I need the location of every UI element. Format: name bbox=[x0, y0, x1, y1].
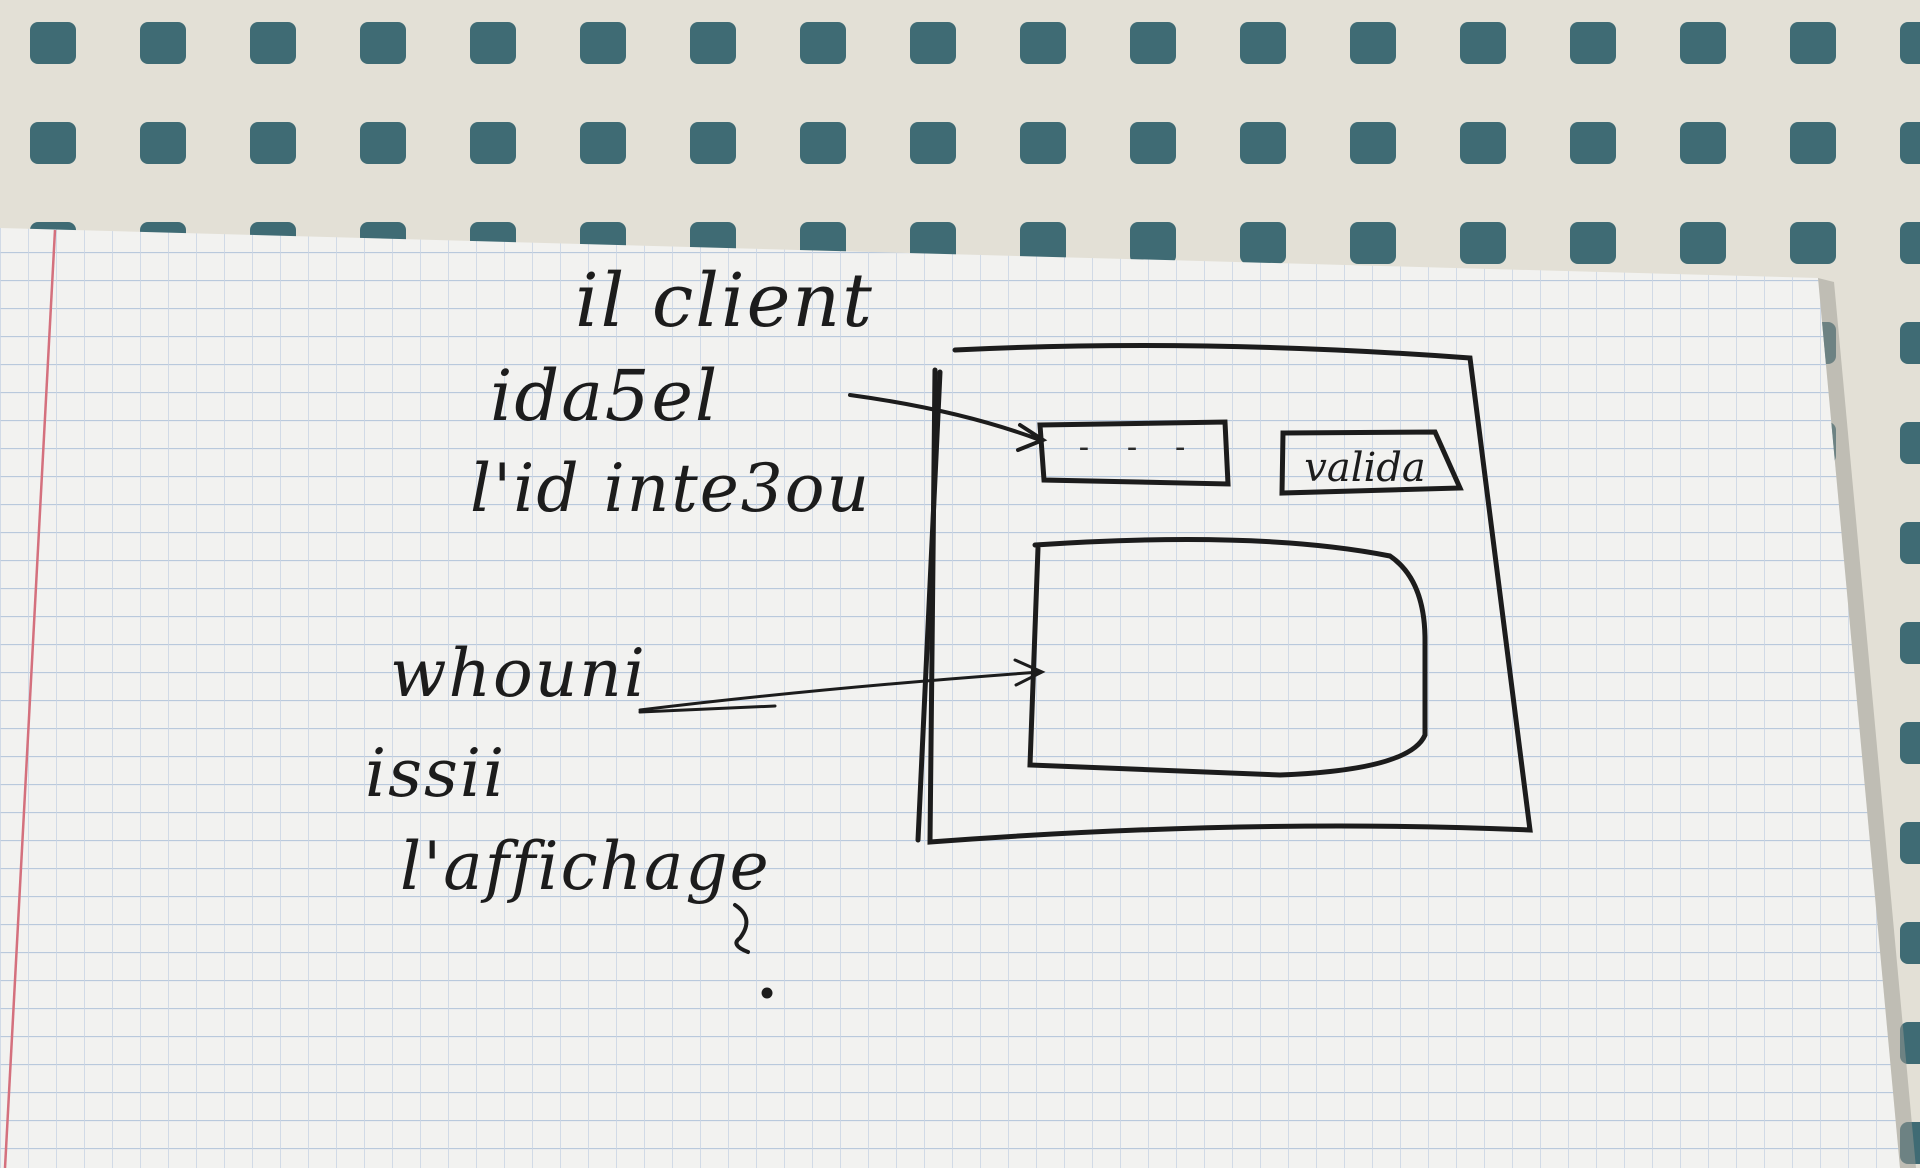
display-area-box bbox=[1027, 537, 1428, 778]
arrow-to-display bbox=[638, 658, 1046, 712]
arrow-to-input bbox=[848, 393, 1048, 452]
annotation-here-2: issii bbox=[365, 735, 507, 812]
paper-shadow bbox=[1818, 278, 1916, 1168]
annotation-enter: ida5el bbox=[490, 355, 720, 437]
button-box bbox=[1279, 429, 1464, 496]
sketch-validate-button: valida bbox=[1290, 438, 1440, 498]
window-divider bbox=[915, 369, 943, 843]
paper-margin-line bbox=[3, 229, 57, 1168]
underline-stroke bbox=[638, 704, 777, 714]
annotation-id: l'id inte3ou bbox=[470, 450, 872, 527]
window-frame bbox=[927, 343, 1533, 845]
paper-sheet bbox=[0, 228, 1900, 1168]
annotation-display: l'affichage bbox=[400, 828, 771, 905]
question-mark bbox=[733, 903, 750, 954]
annotation-here: whouni bbox=[390, 635, 647, 712]
ink-dot bbox=[761, 987, 773, 999]
text-field-box bbox=[1037, 419, 1231, 487]
sketch-input-placeholder: - - - bbox=[1074, 430, 1196, 465]
annotation-client: il client bbox=[575, 258, 874, 344]
wireframe-sketch bbox=[638, 343, 1533, 999]
